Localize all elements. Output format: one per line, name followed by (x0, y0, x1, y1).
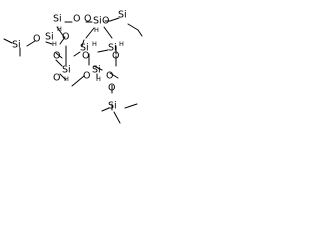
atom-si-left-outer: Si (12, 40, 21, 51)
atom-h-bottom-left: H (64, 75, 69, 83)
bond (59, 73, 67, 81)
atom-si-bottom-left: Si (62, 65, 71, 76)
atom-si-tr-outer: Si (118, 10, 127, 21)
atom-si-left: Si (45, 32, 54, 43)
atom-o-left-top: O (62, 32, 69, 43)
chemical-structure-diagram: Si H O O Si H O Si Si O Si H O Si H Si H… (3, 10, 143, 124)
atom-o-left-outer: O (33, 34, 40, 45)
atom-h-top: H (57, 25, 62, 33)
bond (85, 27, 95, 39)
bond (97, 49, 109, 53)
atom-si-top-right: Si (93, 16, 102, 27)
atom-o-bottom-left: O (53, 73, 60, 84)
atom-labels: Si H O O Si H O Si Si O Si H O Si H Si H… (12, 10, 127, 112)
atom-o-top-2: O (84, 14, 91, 25)
bond (3, 38, 13, 44)
bond (71, 75, 85, 87)
atom-si-center: Si (80, 43, 89, 54)
bond (56, 26, 65, 38)
bonds (3, 17, 143, 124)
bond (26, 40, 36, 47)
bond (109, 17, 120, 22)
bond (101, 107, 110, 112)
atom-o-tr-outer: O (102, 16, 109, 27)
bond (137, 29, 143, 37)
bond (59, 36, 66, 45)
atom-o-bottom-outer: O (108, 83, 115, 94)
bond (73, 51, 81, 57)
atom-o-cube-center: O (82, 51, 89, 62)
atom-h-bottom-right: H (96, 75, 101, 83)
atom-o-bottom-right: O (106, 71, 113, 82)
atom-h-center: H (92, 40, 97, 48)
bond (124, 103, 138, 109)
bond (81, 39, 85, 47)
bond (113, 111, 121, 124)
bond (93, 65, 103, 71)
atom-o-top-1: O (73, 14, 80, 25)
atom-o-cube-right: O (112, 51, 119, 62)
atom-si-bottom-right: Si (92, 65, 101, 76)
bond (127, 23, 139, 31)
atom-o-cube-left: O (53, 51, 60, 62)
bond (55, 52, 63, 59)
bond (103, 26, 113, 39)
bond (55, 59, 63, 67)
atom-h-top-right: H (94, 26, 99, 34)
bond (45, 41, 53, 45)
atom-si-right: Si (108, 43, 117, 54)
atom-h-right: H (119, 40, 124, 48)
atom-o-bottom-mid: O (83, 71, 90, 82)
atom-si-bottom-outer: Si (108, 101, 117, 112)
atom-si-top: Si (53, 14, 62, 25)
bond (109, 72, 119, 79)
atom-h-left: H (52, 40, 57, 48)
